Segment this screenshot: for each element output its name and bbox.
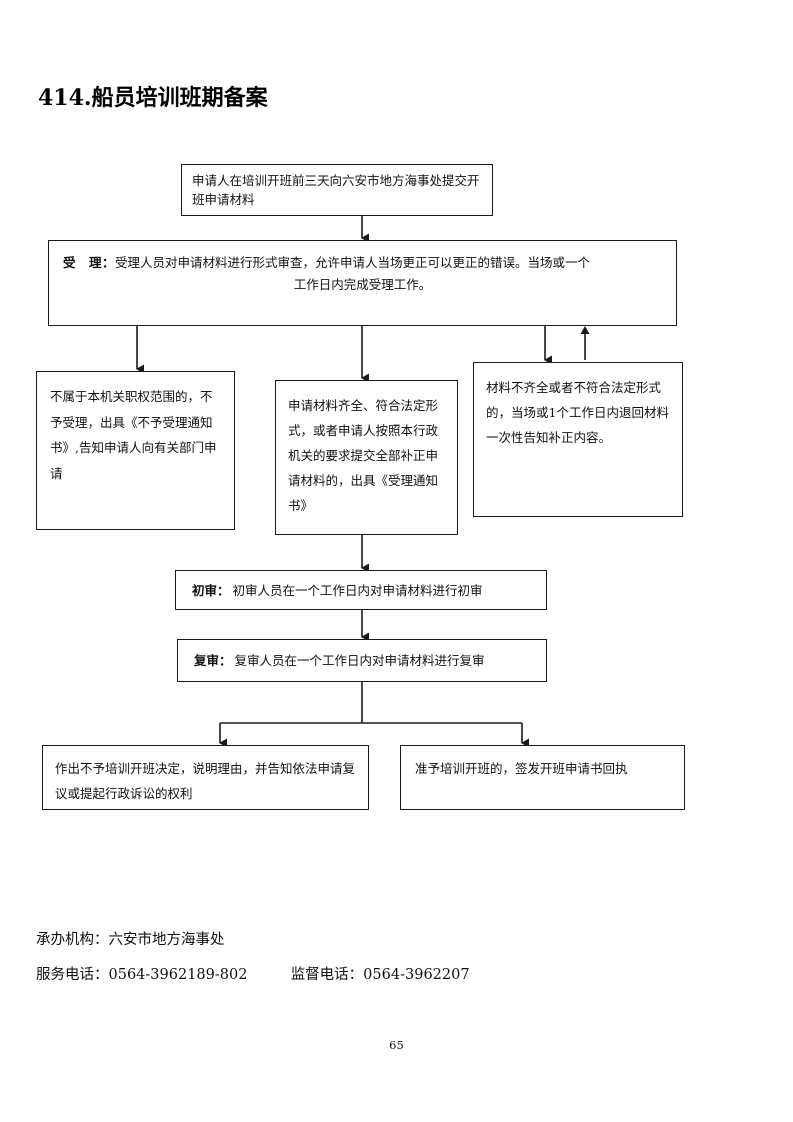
flow-box-reject-text: 不属于本机关职权范围的，不予受理，出具《不予受理通知书》,告知申请人向有关部门申… [50, 389, 217, 481]
flow-box-deny-text: 作出不予培训开班决定，说明理由，并告知依法申请复议或提起行政诉讼的权利 [55, 761, 356, 801]
flow-box-complete-text: 申请材料齐全、符合法定形式，或者申请人按照本行政机关的要求提交全部补正申请材料的… [288, 398, 439, 513]
page-number: 65 [389, 1038, 404, 1052]
flow-box-approve: 准予培训开班的，签发开班申请书回执 [400, 745, 685, 810]
flow-box-apply-text: 申请人在培训开班前三天向六安市地方海事处提交开班申请材料 [192, 173, 480, 208]
flow-box-incomplete-text: 材料不齐全或者不符合法定形式的，当场或1个工作日内退回材料一次性告知补正内容。 [486, 380, 669, 445]
flow-box-deny: 作出不予培训开班决定，说明理由，并告知依法申请复议或提起行政诉讼的权利 [42, 745, 369, 810]
arrowhead-incomplete-to-accept [580, 326, 590, 334]
flow-box-first-review-text: 初审人员在一个工作日内对申请材料进行初审 [232, 582, 483, 598]
flow-box-second-review-label: 复审： [194, 653, 232, 668]
flow-box-accept-label: 受 理： [63, 255, 116, 270]
footer-phones: 服务电话：0564-3962189-802 监督电话：0564-3962207 [36, 963, 470, 984]
flow-box-reject: 不属于本机关职权范围的，不予受理，出具《不予受理通知书》,告知申请人向有关部门申… [36, 371, 235, 530]
page-title: 414.船员培训班期备案 [38, 85, 268, 111]
flow-box-accept-line1: 受 理：受理人员对申请材料进行形式审查，允许申请人当场更正可以更正的错误。当场或… [63, 252, 662, 274]
flow-box-accept-text1: 受理人员对申请材料进行形式审查，允许申请人当场更正可以更正的错误。当场或一个 [115, 255, 591, 270]
flow-box-incomplete: 材料不齐全或者不符合法定形式的，当场或1个工作日内退回材料一次性告知补正内容。 [473, 362, 683, 517]
flow-box-second-review-text: 复审人员在一个工作日内对申请材料进行复审 [234, 653, 485, 668]
footer-service-phone: 服务电话：0564-3962189-802 [36, 967, 248, 983]
flow-box-first-review: 初审： 初审人员在一个工作日内对申请材料进行初审 [175, 570, 547, 610]
footer-agency: 承办机构：六安市地方海事处 [36, 932, 225, 948]
flow-box-complete: 申请材料齐全、符合法定形式，或者申请人按照本行政机关的要求提交全部补正申请材料的… [275, 380, 458, 535]
flow-box-first-review-label: 初审： [192, 582, 230, 598]
flow-box-second-review: 复审： 复审人员在一个工作日内对申请材料进行复审 [177, 639, 547, 682]
flow-box-approve-text: 准予培训开班的，签发开班申请书回执 [415, 761, 628, 776]
flow-box-accept-line2: 工作日内完成受理工作。 [293, 276, 432, 292]
flow-box-accept: 受 理：受理人员对申请材料进行形式审查，允许申请人当场更正可以更正的错误。当场或… [48, 240, 677, 326]
footer-supervision-phone: 监督电话：0564-3962207 [290, 967, 470, 983]
flow-box-apply: 申请人在培训开班前三天向六安市地方海事处提交开班申请材料 [181, 164, 493, 216]
